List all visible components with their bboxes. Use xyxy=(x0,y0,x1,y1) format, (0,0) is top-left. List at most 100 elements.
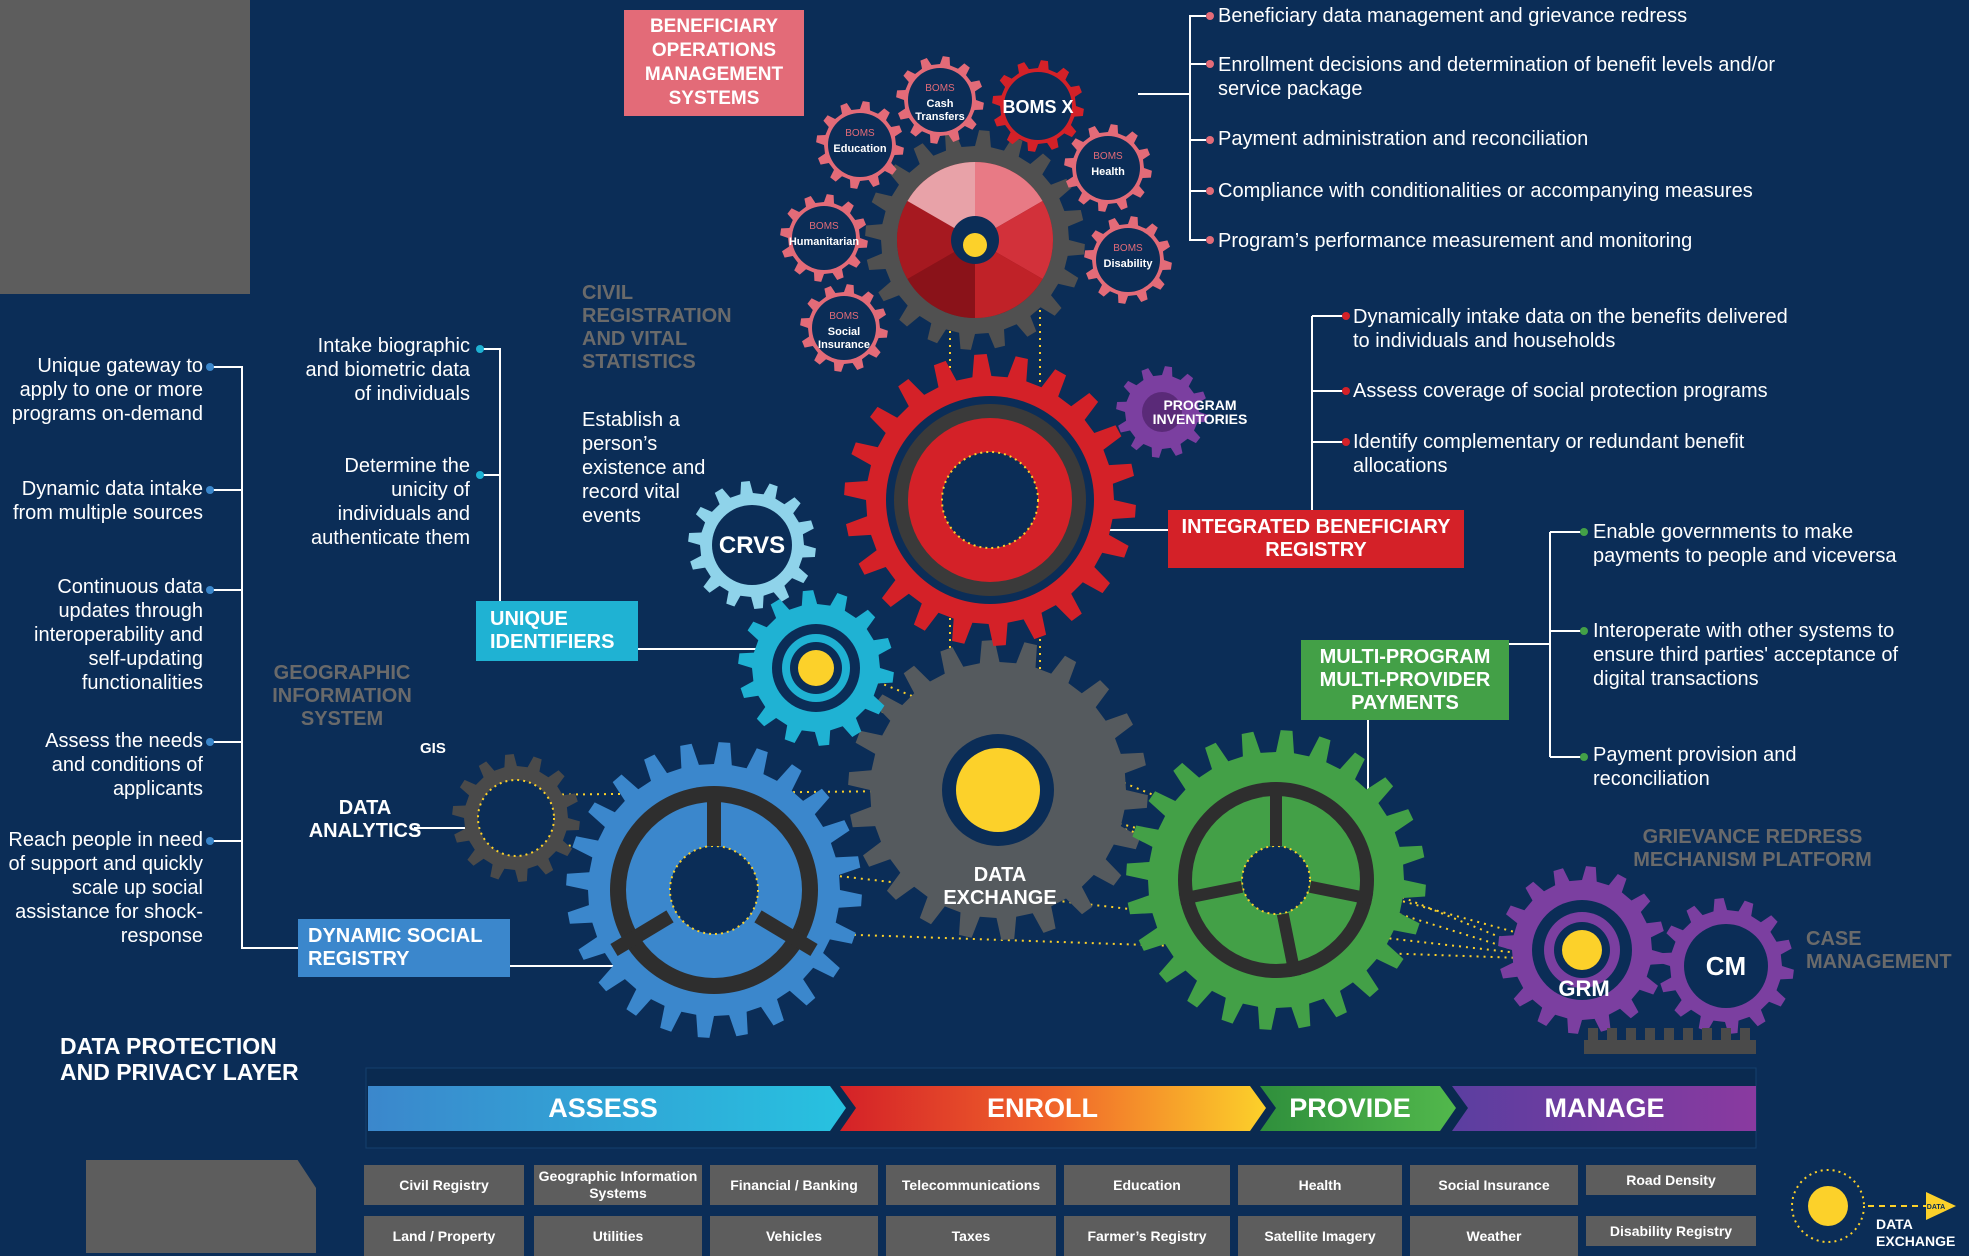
boms-bullet-dot xyxy=(1206,236,1214,244)
boms-small-face xyxy=(1096,228,1160,292)
rack-tooth xyxy=(1702,1028,1712,1042)
data-source-cell: Weather xyxy=(1410,1216,1578,1256)
rack-tooth xyxy=(1740,1028,1750,1042)
data-source-cell: Telecommunications xyxy=(886,1165,1056,1205)
payments-spoke xyxy=(1276,912,1302,978)
step-enroll: ENROLL xyxy=(987,1092,1098,1123)
boms-function-item: Compliance with conditionalities or acco… xyxy=(1218,180,1753,202)
boms-small-bottom: Cash xyxy=(927,98,954,110)
payments-box: MULTI-PROGRAM MULTI-PROVIDER PAYMENTS xyxy=(1301,640,1509,720)
boms-small-bottom: Education xyxy=(833,143,886,155)
social-registry-function-item: Unique gateway to apply to one or more p… xyxy=(11,355,203,425)
payments-bullet-dot xyxy=(1580,753,1588,761)
boms-small-face xyxy=(792,206,856,270)
rack-bar xyxy=(1584,1040,1756,1054)
data-source-cell: Civil Registry xyxy=(364,1165,524,1205)
boms-small-top: BOMS xyxy=(1093,151,1123,162)
social-bullet-dot xyxy=(206,837,214,845)
data-exchange-link xyxy=(713,929,1581,961)
cm-label: CM xyxy=(1706,951,1746,981)
payments-bullet-dot xyxy=(1580,528,1588,536)
unique-identifiers-label: UNIQUE IDENTIFIERS xyxy=(490,608,615,653)
grm-title: GRIEVANCE REDRESS MECHANISM PLATFORM xyxy=(1633,826,1872,871)
legend-tag: DATA xyxy=(1927,1204,1945,1211)
boms-x-face xyxy=(1004,72,1072,140)
boms-small-bottom: Health xyxy=(1091,166,1125,178)
data-protection-label: DATA PROTECTION AND PRIVACY LAYER xyxy=(60,1033,299,1085)
registry-function-item: Identify complementary or redundant bene… xyxy=(1353,431,1745,477)
boms-segment xyxy=(975,240,1043,318)
step-assess: ASSESS xyxy=(548,1092,658,1123)
boms-title-box: BENEFICIARY OPERATIONS MANAGEMENT SYSTEM… xyxy=(624,10,804,116)
uid-bullet-dot xyxy=(476,345,484,353)
social-registry-label: DYNAMIC SOCIAL REGISTRY xyxy=(308,925,483,970)
boms-small-face xyxy=(908,68,972,132)
corner-gray-block xyxy=(0,0,250,294)
social-bullet-dot xyxy=(206,738,214,746)
rack-tooth xyxy=(1588,1028,1598,1042)
boms-function-item: Payment administration and reconciliatio… xyxy=(1218,128,1589,150)
payments-bullet-dot xyxy=(1580,627,1588,635)
social-registry-function-item: Assess the needs and conditions of appli… xyxy=(45,730,203,800)
boms-small-top: BOMS xyxy=(845,128,875,139)
payments-hole xyxy=(1241,845,1311,915)
boms-small-bottom: Humanitarian xyxy=(789,236,860,248)
rack-tooth xyxy=(1645,1028,1655,1042)
legend-arrowhead xyxy=(1926,1192,1956,1220)
cm-face xyxy=(1684,924,1768,1008)
social-registry-box: DYNAMIC SOCIAL REGISTRY xyxy=(298,919,510,977)
registry-bullet-dot xyxy=(1342,387,1350,395)
program-inventories-label: INVENTORIES xyxy=(1153,411,1248,427)
gis-title: GEOGRAPHIC INFORMATION SYSTEM xyxy=(272,662,412,730)
boms-function-item: Beneficiary data management and grievanc… xyxy=(1218,5,1688,27)
data-source-cell: Disability Registry xyxy=(1586,1216,1756,1246)
boms-segment xyxy=(907,162,975,240)
rack-tooth xyxy=(1607,1028,1617,1042)
social-registry-function-item: Reach people in need of support and quic… xyxy=(8,829,203,947)
rack-tooth xyxy=(1626,1028,1636,1042)
boms-bullet-dot xyxy=(1206,136,1214,144)
boms-bullet-dot xyxy=(1206,12,1214,20)
boms-bullet-dot xyxy=(1206,60,1214,68)
boms-small-top: BOMS xyxy=(809,221,839,232)
boms-small-top: BOMS xyxy=(925,83,955,94)
uid-function-item: Intake biographic and biometric data of … xyxy=(305,335,470,405)
payments-function-item: Enable governments to make payments to p… xyxy=(1593,521,1897,567)
unique-identifiers-box: UNIQUE IDENTIFIERS xyxy=(476,601,638,661)
gis-label: GIS xyxy=(420,740,446,757)
legend-hub xyxy=(1808,1186,1848,1226)
registry-function-item: Assess coverage of social protection pro… xyxy=(1353,380,1768,402)
boms-small-bottom: Social xyxy=(828,326,860,338)
boms-small-face xyxy=(1076,136,1140,200)
social-bullet-dot xyxy=(206,586,214,594)
boms-small-face xyxy=(812,296,876,360)
step-manage: MANAGE xyxy=(1544,1092,1665,1123)
grm-hub xyxy=(1562,930,1602,970)
uid-hub xyxy=(798,650,834,686)
integrated-registry-label: INTEGRATED BENEFICIARY REGISTRY xyxy=(1181,516,1451,561)
data-exchange-hub xyxy=(956,748,1040,832)
process-arrow-provide xyxy=(1260,1086,1456,1131)
crvs-title: CIVIL REGISTRATION AND VITAL STATISTICS xyxy=(582,282,732,373)
social-registry-spoke xyxy=(754,910,818,957)
data-source-cell: Farmer’s Registry xyxy=(1064,1216,1230,1256)
boms-function-item: Enrollment decisions and determination o… xyxy=(1218,54,1775,100)
social-bracket xyxy=(212,366,298,949)
people-panel xyxy=(86,1160,316,1253)
social-registry-spoke xyxy=(610,910,674,957)
boms-x-label: BOMS X xyxy=(1002,97,1073,117)
social-registry-hole xyxy=(669,845,759,935)
data-source-cell: Road Density xyxy=(1586,1165,1756,1195)
data-source-cell: Taxes xyxy=(886,1216,1056,1256)
integrated-registry-box: INTEGRATED BENEFICIARY REGISTRY xyxy=(1168,510,1464,568)
boms-small-bottom: Transfers xyxy=(915,111,965,123)
data-source-cell: Satellite Imagery xyxy=(1238,1216,1402,1256)
data-source-cell: Social Insurance xyxy=(1410,1165,1578,1205)
data-source-cell: Health xyxy=(1238,1165,1402,1205)
registry-bullet-dot xyxy=(1342,438,1350,446)
uid-function-item: Determine the unicity of individuals and… xyxy=(311,455,470,549)
data-exchange-label: DATA EXCHANGE xyxy=(943,864,1057,909)
social-bullet-dot xyxy=(206,363,214,371)
boms-segment xyxy=(975,201,1053,279)
